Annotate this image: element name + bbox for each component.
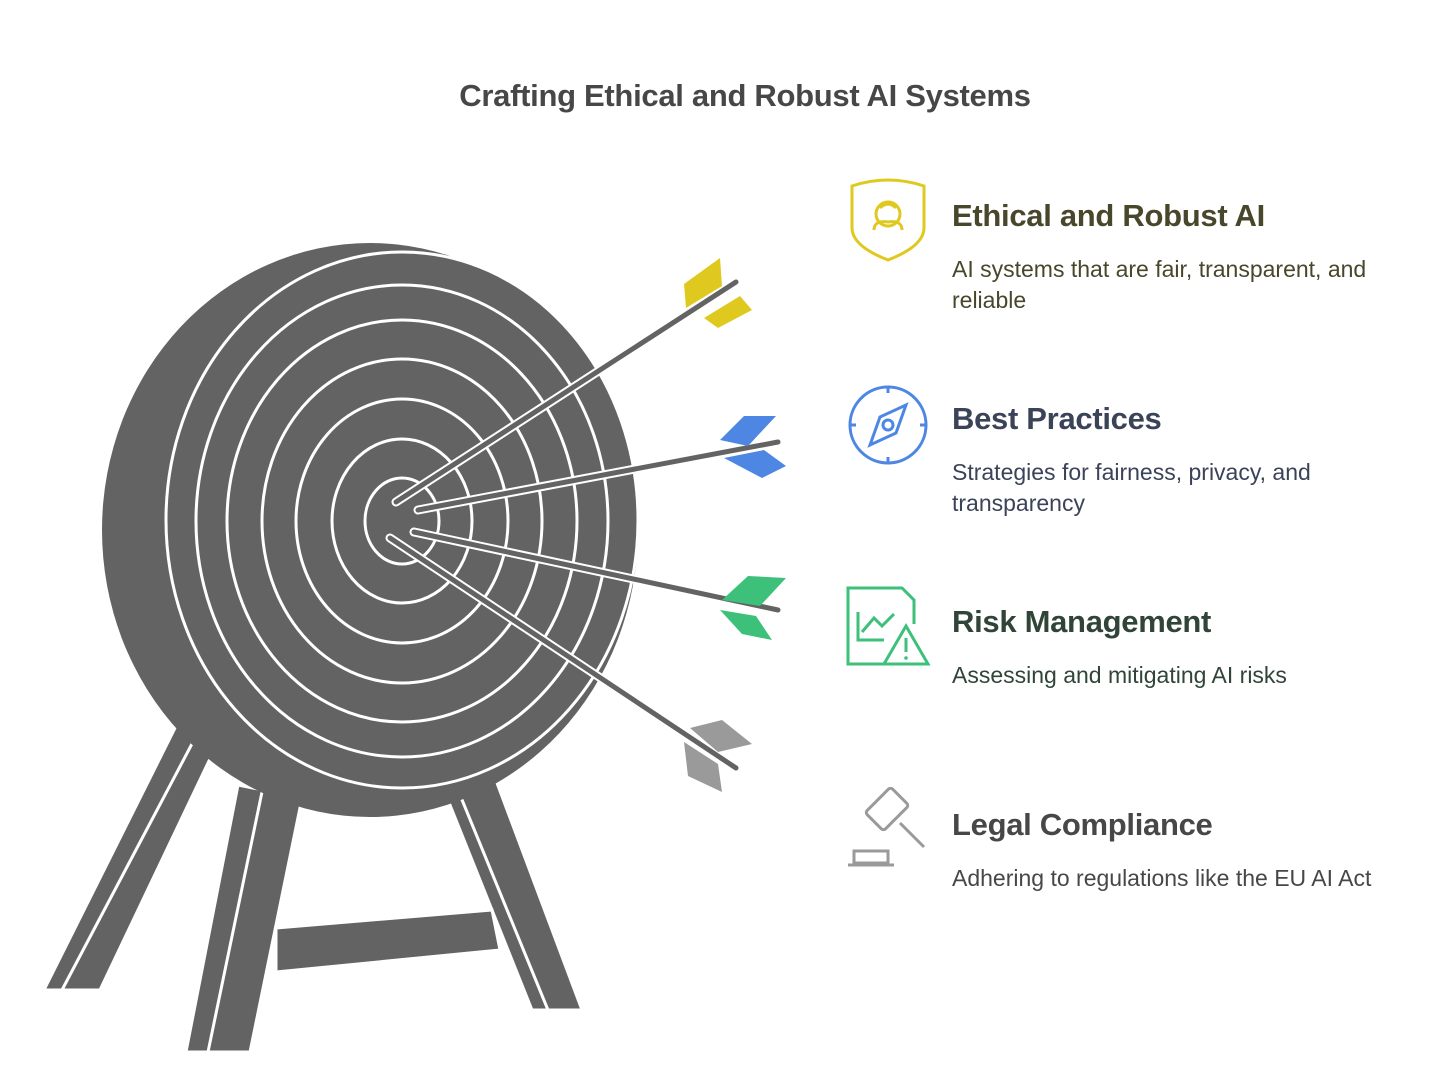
compass-icon — [848, 385, 928, 465]
target-board — [102, 243, 640, 817]
item-heading: Ethical and Robust AI — [952, 198, 1265, 233]
risk-chart-warning-icon — [846, 586, 931, 666]
arrow-fletching — [684, 742, 722, 792]
item-description: AI systems that are fair, transparent, a… — [952, 256, 1367, 313]
stand-crossbar — [274, 908, 502, 974]
arrow-fletching — [684, 258, 722, 308]
arrow-green — [409, 527, 786, 640]
arrow-fletching — [722, 576, 786, 606]
arrow-fletching — [724, 450, 786, 478]
arrow-gray — [385, 533, 752, 792]
target-ring — [225, 318, 579, 724]
item-description: Assessing and mitigating AI risks — [952, 662, 1287, 688]
arrow-yellow — [391, 258, 752, 507]
arrow-blue — [413, 416, 786, 515]
item-heading: Legal Compliance — [952, 807, 1213, 842]
shield-user-icon — [850, 178, 926, 262]
arrow-fletching — [720, 610, 772, 640]
target-rings — [194, 283, 610, 759]
item-description: Strategies for fairness, privacy, and tr… — [952, 459, 1311, 516]
arrow-fletching — [704, 296, 752, 328]
diagram-title: Crafting Ethical and Robust AI Systems — [459, 78, 1031, 113]
target-ring — [294, 397, 510, 645]
target-face — [164, 250, 640, 790]
stand-middle-leg — [184, 783, 304, 1054]
item-heading: Risk Management — [952, 604, 1212, 639]
target-ring — [194, 283, 610, 759]
target-ring — [330, 437, 474, 605]
gavel-icon — [848, 787, 926, 867]
archery-target-illustration — [41, 243, 786, 1054]
arrow-fletching — [690, 720, 752, 752]
target-ring — [260, 357, 544, 685]
stand-highlights — [60, 739, 550, 1053]
target-stand — [41, 719, 585, 1054]
stand-left-leg — [41, 719, 220, 992]
target-ring — [363, 476, 441, 566]
stand-right-leg — [439, 773, 585, 1012]
item-description: Adhering to regulations like the EU AI A… — [952, 865, 1372, 891]
arrow-fletching — [720, 416, 776, 446]
item-heading: Best Practices — [952, 401, 1162, 436]
